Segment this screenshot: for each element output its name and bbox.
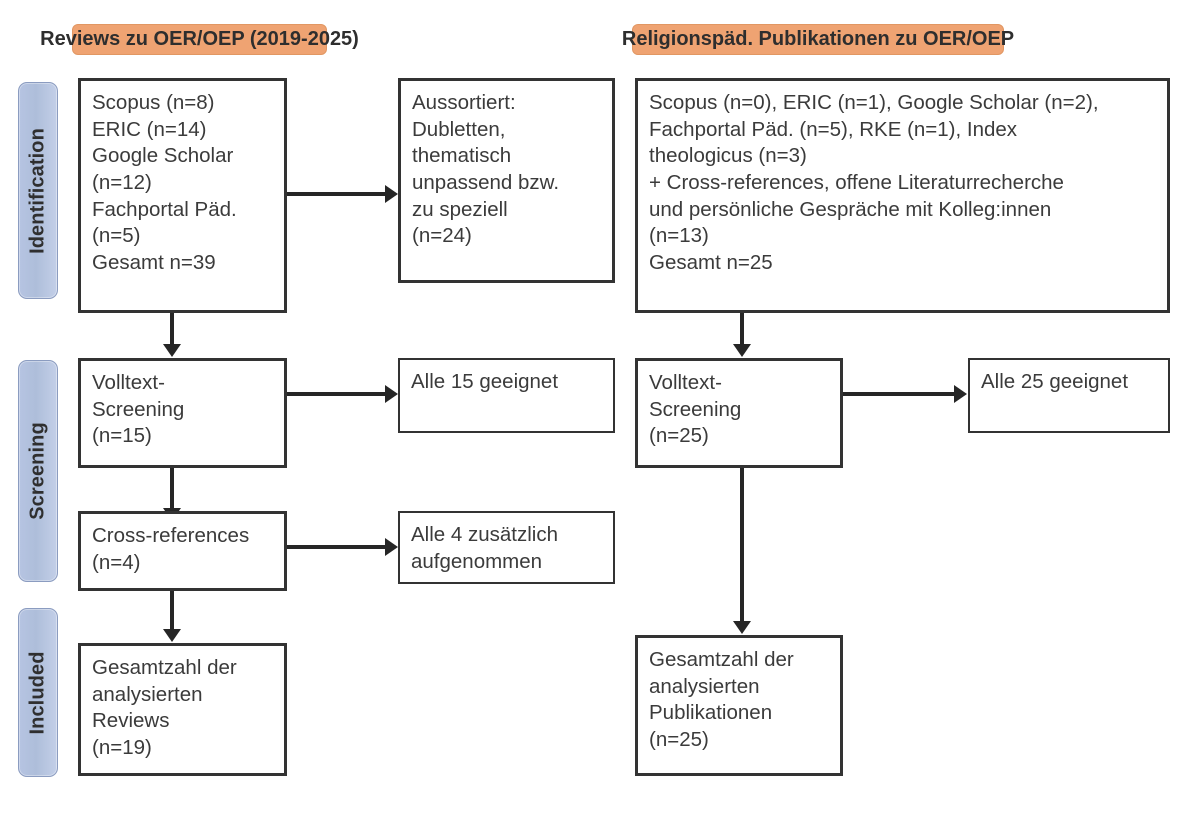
column-header-reviews-label: Reviews zu OER/OEP (2019-2025) [40, 28, 359, 50]
box-line: Volltext- [92, 371, 165, 394]
column-header-publikationen: Religionspäd. Publikationen zu OER/OEP [622, 24, 1014, 55]
box-line: + Cross-references, offene Literaturrech… [649, 170, 1064, 194]
connector-left-identification-to-excluded [287, 192, 387, 196]
box-line: Gesamt n=39 [92, 250, 216, 274]
box-line: Volltext- [649, 371, 722, 394]
box-line: theologicus (n=3) [649, 144, 807, 168]
box-left-screening: Volltext- Screening (n=15) [78, 358, 287, 468]
box-line: Aussortiert: [412, 91, 516, 114]
box-line: und persönliche Gespräche mit Kolleg:inn… [649, 197, 1052, 221]
arrowhead-left-crossrefs-to-result [385, 538, 398, 556]
arrowhead-right-identification-to-screening [733, 344, 751, 357]
connector-left-crossrefs-to-included [170, 591, 174, 633]
box-line: Alle 4 zusätzlich [411, 523, 558, 546]
stage-pill-included: Included [18, 608, 58, 777]
stage-label-included: Included [26, 650, 49, 735]
box-line: Alle 25 geeignet [981, 370, 1129, 393]
arrowhead-right-screening-to-included [733, 621, 751, 634]
box-line: Publikationen [649, 701, 773, 725]
stage-pill-identification: Identification [18, 82, 58, 299]
connector-left-screening-to-crossrefs [170, 468, 174, 512]
box-line: Fachportal Päd. [92, 197, 237, 221]
column-header-reviews: Reviews zu OER/OEP (2019-2025) [40, 24, 359, 55]
stage-label-screening: Screening [26, 422, 49, 520]
arrowhead-left-crossrefs-to-included [163, 629, 181, 642]
box-line: Scopus (n=8) [92, 91, 215, 114]
box-line: Alle 15 geeignet [411, 370, 559, 393]
box-line: aufgenommen [411, 549, 543, 573]
connector-right-identification-to-screening [740, 313, 744, 346]
arrowhead-left-identification-to-excluded [385, 185, 398, 203]
connector-left-crossrefs-to-result [287, 545, 387, 549]
arrowhead-left-screening-to-result [385, 385, 398, 403]
box-line: Gesamtzahl der [92, 656, 237, 679]
box-line: Gesamt n=25 [649, 250, 773, 274]
box-left-screening-result: Alle 15 geeignet [398, 358, 615, 433]
box-line: Scopus (n=0), ERIC (n=1), Google Scholar… [649, 91, 1099, 114]
box-right-screening-result: Alle 25 geeignet [968, 358, 1170, 433]
box-line: (n=19) [92, 735, 152, 759]
box-line: (n=12) [92, 170, 152, 194]
connector-right-screening-to-included [740, 468, 744, 625]
box-line: Fachportal Päd. (n=5), RKE (n=1), Index [649, 117, 1018, 141]
box-line: unpassend bzw. [412, 170, 560, 194]
box-line: Reviews [92, 709, 170, 733]
connector-right-screening-to-result [843, 392, 956, 396]
box-line: Gesamtzahl der [649, 648, 794, 671]
box-line: thematisch [412, 144, 512, 168]
box-line: (n=25) [649, 727, 709, 751]
box-right-identification: Scopus (n=0), ERIC (n=1), Google Scholar… [635, 78, 1170, 313]
box-line: (n=15) [92, 424, 152, 448]
stage-label-identification: Identification [26, 127, 49, 254]
box-line: Dubletten, [412, 117, 506, 141]
box-line: Cross-references [92, 524, 250, 547]
box-line: Screening [649, 397, 742, 421]
box-right-included: Gesamtzahl der analysierten Publikatione… [635, 635, 843, 776]
box-line: (n=5) [92, 224, 141, 248]
connector-left-screening-to-result [287, 392, 387, 396]
connector-left-identification-to-screening [170, 313, 174, 346]
stage-pill-screening: Screening [18, 360, 58, 582]
box-left-crossrefs: Cross-references (n=4) [78, 511, 287, 591]
box-left-excluded: Aussortiert: Dubletten, thematisch unpas… [398, 78, 615, 283]
column-header-publikationen-label: Religionspäd. Publikationen zu OER/OEP [621, 28, 1015, 50]
box-line: (n=13) [649, 224, 709, 248]
box-line: (n=24) [412, 224, 472, 248]
arrowhead-right-screening-to-result [954, 385, 967, 403]
box-left-identification: Scopus (n=8) ERIC (n=14) Google Scholar … [78, 78, 287, 313]
box-right-screening: Volltext- Screening (n=25) [635, 358, 843, 468]
box-line: Google Scholar [92, 144, 234, 168]
arrowhead-left-identification-to-screening [163, 344, 181, 357]
box-line: (n=25) [649, 424, 709, 448]
box-line: analysierten [92, 682, 203, 706]
box-line: analysierten [649, 674, 760, 698]
box-left-crossrefs-result: Alle 4 zusätzlich aufgenommen [398, 511, 615, 584]
box-line: Screening [92, 397, 185, 421]
box-left-included: Gesamtzahl der analysierten Reviews (n=1… [78, 643, 287, 776]
box-line: ERIC (n=14) [92, 117, 207, 141]
box-line: zu speziell [412, 197, 508, 221]
box-line: (n=4) [92, 550, 141, 574]
